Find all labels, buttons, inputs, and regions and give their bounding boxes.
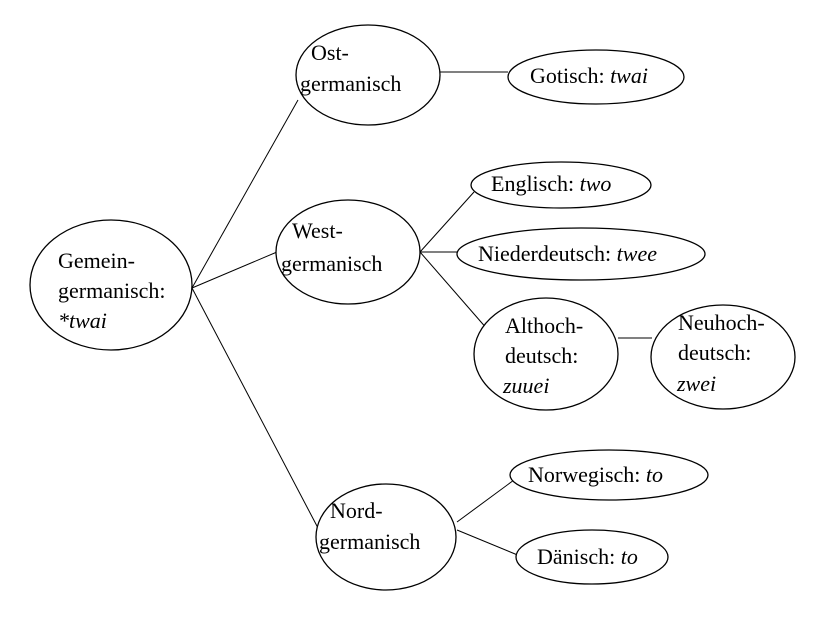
node-label: germanisch: [319, 529, 420, 554]
connectors: [191, 71, 652, 557]
node-word: to: [646, 462, 663, 487]
node-label: germanisch:: [58, 278, 166, 303]
node-ostgermanisch: Ost- germanisch: [295, 24, 441, 126]
svg-text:Niederdeutsch: twee: Niederdeutsch: twee: [478, 241, 657, 266]
node-label: Englisch:: [491, 171, 580, 196]
svg-text:Englisch: two: Englisch: two: [491, 171, 611, 196]
edge-gemein-west: [191, 251, 278, 289]
node-gemeingermanisch: Gemein- germanisch: *twai: [29, 219, 193, 351]
node-word: to: [621, 544, 638, 569]
svg-text:Norwegisch: to: Norwegisch: to: [528, 462, 663, 487]
node-neuhochdeutsch: Neuhoch- deutsch: zwei: [650, 304, 796, 410]
node-label: Gemein-: [58, 248, 135, 273]
edge-nord-norwegisch: [456, 479, 515, 523]
node-norwegisch: Norwegisch: to: [509, 449, 709, 501]
node-label: Niederdeutsch:: [478, 241, 617, 266]
edge-gemein-nord: [191, 287, 319, 529]
node-althochdeutsch: Althoch- deutsch: zuuei: [473, 297, 619, 411]
node-nordgermanisch: Nord- germanisch: [315, 483, 457, 591]
node-label: Norwegisch:: [528, 462, 646, 487]
node-label: Neuhoch-: [678, 310, 765, 335]
node-word: two: [580, 171, 612, 196]
node-label: deutsch:: [678, 340, 751, 365]
node-label: Gotisch:: [530, 63, 610, 88]
node-word: *twai: [58, 308, 107, 333]
node-label: Nord-: [330, 498, 383, 523]
edge-west-englisch: [419, 191, 475, 253]
node-word: zuuei: [502, 373, 549, 398]
node-word: twai: [610, 63, 648, 88]
node-label: Althoch-: [505, 313, 583, 338]
node-label: deutsch:: [505, 343, 578, 368]
node-label: Dänisch:: [537, 544, 621, 569]
node-label: West-: [292, 218, 343, 243]
edge-gemein-ost: [191, 99, 299, 289]
node-niederdeutsch: Niederdeutsch: twee: [456, 227, 706, 281]
svg-text:Dänisch: to: Dänisch: to: [537, 544, 638, 569]
node-daenisch: Dänisch: to: [515, 529, 669, 585]
node-word: zwei: [676, 371, 716, 396]
node-label: Ost-: [311, 40, 349, 65]
node-gotisch: Gotisch: twai: [507, 49, 685, 105]
node-word: twee: [617, 241, 658, 266]
svg-text:Gotisch: twai: Gotisch: twai: [530, 63, 648, 88]
edge-west-althochdeutsch: [419, 251, 489, 331]
node-westgermanisch: West- germanisch: [275, 199, 421, 305]
node-label: germanisch: [281, 251, 382, 276]
edge-nord-daenisch: [456, 529, 521, 557]
node-englisch: Englisch: two: [470, 161, 652, 209]
node-label: germanisch: [300, 71, 401, 96]
